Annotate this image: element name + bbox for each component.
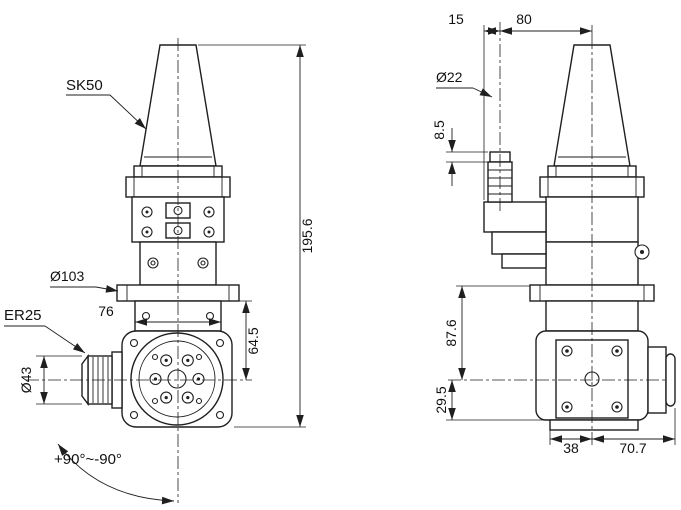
dim-top-group: 15 80 — [448, 11, 593, 200]
angle-head-housing — [121, 330, 233, 428]
torque-arm — [483, 201, 547, 269]
dim-top-width: 80 — [516, 11, 532, 27]
dim-overall-height-group: 195.6 — [198, 44, 315, 428]
spindle-cap — [665, 353, 676, 407]
label-er25-group: ER25 — [4, 307, 86, 354]
dim-top-offset: 15 — [448, 11, 464, 27]
front-view: SK50 Ø103 76 ER25 Ø43 — [4, 38, 315, 505]
lower-gear-body — [139, 241, 217, 286]
dim-collet-diameter-group: Ø43 — [18, 355, 82, 405]
dim-lower-height: 29.5 — [433, 386, 449, 413]
dim-shaft-step: 8.5 — [431, 120, 447, 140]
dim-body-height: 87.6 — [443, 319, 459, 346]
er25-nut-chamfer — [81, 353, 89, 407]
dim-neck-width: 76 — [98, 303, 114, 319]
dim-shaft-step-group: 8.5 — [431, 120, 488, 186]
dim-base-width-right: 70.7 — [619, 440, 646, 456]
dim-flange-diameter: Ø103 — [50, 268, 84, 284]
label-shaft-diameter-group: Ø22 — [436, 69, 493, 98]
dim-flange-diameter-group: Ø103 — [50, 268, 119, 293]
dim-base-width-left: 38 — [563, 440, 579, 456]
dim-lower-height-group: 29.5 — [433, 380, 550, 421]
dim-swivel-range-group: +90°~-90° — [54, 443, 175, 505]
bolt-circle — [149, 353, 205, 405]
output-hub — [167, 369, 187, 389]
dim-head-height-group: 64.5 — [222, 300, 261, 380]
dim-head-height: 64.5 — [245, 327, 261, 354]
housing-foot — [549, 419, 639, 431]
dim-neck-width-group: 76 — [98, 303, 221, 326]
label-er25: ER25 — [4, 307, 42, 324]
dim-body-height-group: 87.6 — [443, 285, 530, 380]
dim-bottom-group: 38 70.7 — [549, 408, 676, 456]
label-shaft-diameter: Ø22 — [436, 69, 463, 85]
label-sk50: SK50 — [66, 77, 103, 94]
dim-swivel-range: +90°~-90° — [54, 451, 122, 468]
dim-collet-diameter: Ø43 — [18, 367, 34, 394]
dim-overall-height: 195.6 — [299, 218, 315, 253]
angle-head-housing-side — [535, 330, 676, 431]
side-view: 15 80 Ø22 8.5 87.6 29.5 — [431, 11, 676, 456]
label-sk50-group: SK50 — [66, 77, 147, 130]
